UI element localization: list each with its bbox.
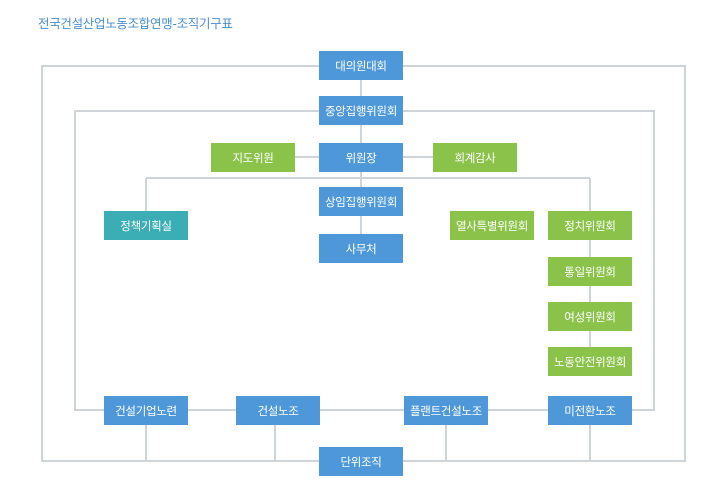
unification-committee-box[interactable]: 통일위원회 [548,257,632,286]
guidance-box[interactable]: 지도위원 [211,143,295,172]
secretariat-box[interactable]: 사무처 [319,234,403,263]
audit-box[interactable]: 회계감사 [433,143,517,172]
congress-box[interactable]: 대의원대회 [319,51,403,80]
unorganized-union-box[interactable]: 미전환노조 [548,396,632,425]
safety-committee-box[interactable]: 노동안전위원회 [548,347,632,376]
women-committee-box[interactable]: 여성위원회 [548,302,632,331]
central-exec-box[interactable]: 중앙집행위원회 [319,96,403,125]
chart-title: 전국건설산업노동조합연맹-조직기구표 [38,16,233,31]
chairman-box[interactable]: 위원장 [319,143,403,172]
martyrs-committee-box[interactable]: 열사특별위원회 [450,211,534,240]
construction-union-box[interactable]: 건설노조 [236,396,320,425]
construction-corp-box[interactable]: 건설기업노련 [104,396,188,425]
unit-organization-box[interactable]: 단위조직 [319,447,403,476]
plant-union-box[interactable]: 플랜트건설노조 [404,396,488,425]
policy-office-box[interactable]: 정책기획실 [104,211,188,240]
politics-committee-box[interactable]: 정치위원회 [548,211,632,240]
standing-exec-box[interactable]: 상임집행위원회 [319,187,403,216]
